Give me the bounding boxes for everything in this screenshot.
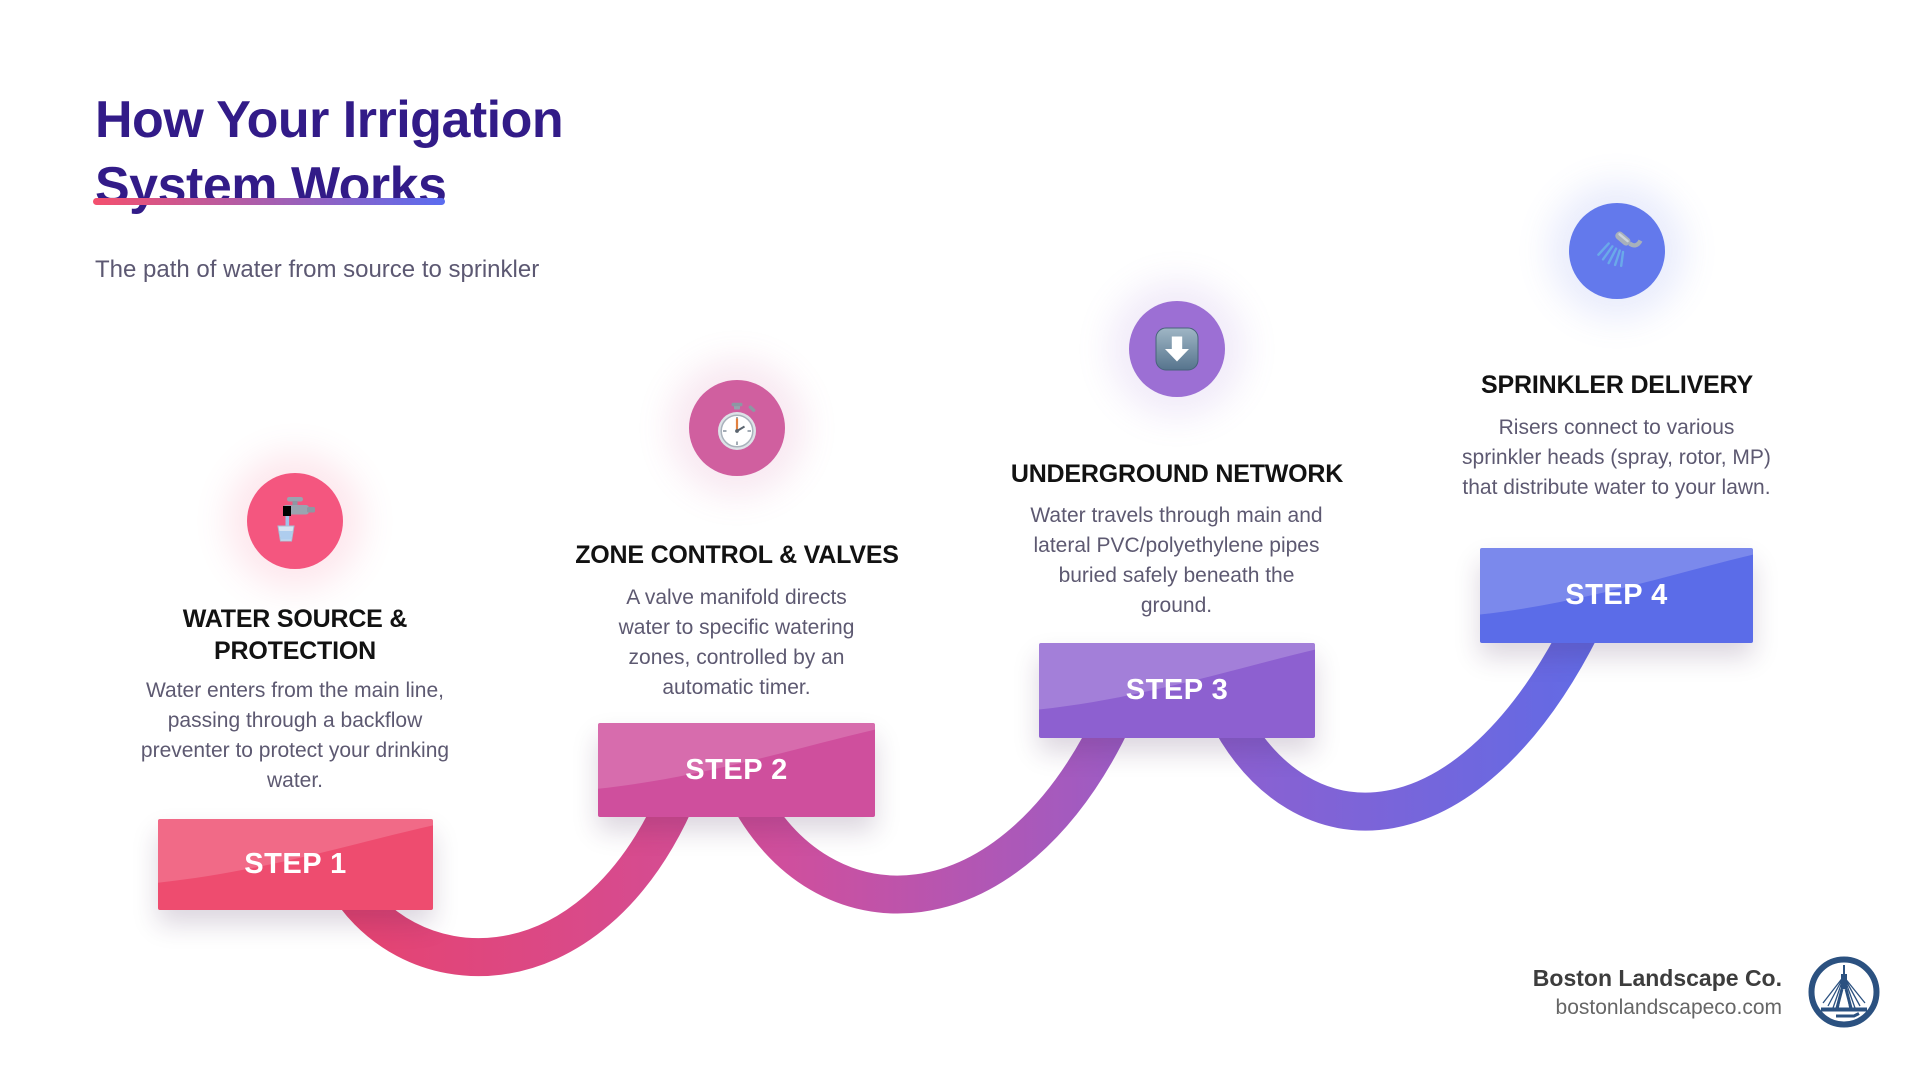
page-subtitle: The path of water from source to sprinkl… [95,256,540,283]
down-arrow-icon [1155,327,1199,371]
sprinkler-icon [1597,231,1643,268]
page-title-line2: System Works [95,156,447,215]
step-4-box: STEP 4 [1480,548,1753,643]
step-1-icon-circle [247,473,343,569]
step-1-heading: WATER SOURCE & PROTECTION [182,604,408,665]
step-4-icon-circle [1569,203,1665,299]
footer-website: bostonlandscapeco.com [1555,996,1782,1019]
step-3-heading: UNDERGROUND NETWORK [1010,459,1344,488]
page-title-line1: How Your Irrigation [95,90,564,149]
title-underline-accent [93,198,445,205]
stopwatch-icon [718,402,756,450]
step-2-icon-circle [689,380,785,476]
step-3-icon-circle [1129,301,1225,397]
step-1-description: Water enters from the main line, passing… [140,679,450,792]
footer-company-name: Boston Landscape Co. [1532,965,1782,991]
step-2-description: A valve manifold directs water to specif… [618,586,855,699]
page-title: How Your Irrigation System Works [95,87,564,219]
step-3-description: Water travels through main and lateral P… [1030,504,1323,617]
step-4-description: Risers connect to various sprinkler head… [1462,416,1771,499]
step-4-heading: SPRINKLER DELIVERY [1481,370,1753,399]
step-2-heading: ZONE CONTROL & VALVES [575,540,899,569]
step-4-label: STEP 4 [1565,579,1668,611]
faucet-icon [277,497,315,542]
step-4-box-shine [1480,548,1753,615]
bridge-logo [1808,956,1880,1028]
footer-text-block: Boston Landscape Co. bostonlandscapeco.c… [1533,963,1782,1023]
